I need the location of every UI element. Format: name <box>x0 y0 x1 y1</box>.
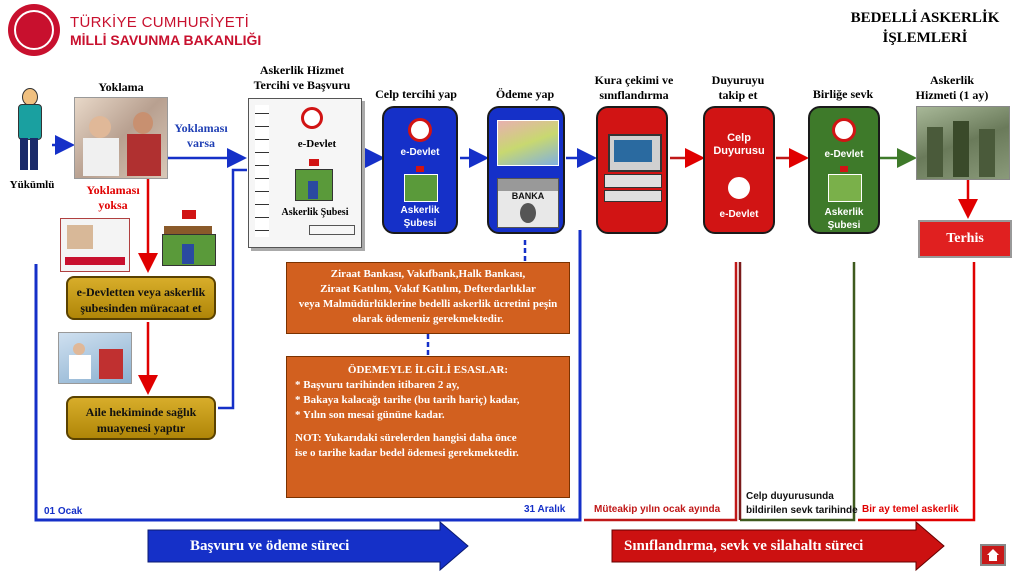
start-date-label: 01 Ocak <box>44 506 83 517</box>
bank-icon: BANKA <box>497 178 559 228</box>
sevk-edevlet-label: e-Devlet <box>824 149 864 160</box>
home-icon <box>987 549 999 555</box>
checklist-icon <box>255 105 269 237</box>
doctor-photo <box>58 332 132 384</box>
computer-icon <box>608 134 662 172</box>
bank-label: BANKA <box>511 191 545 201</box>
sevk-title: Birliğe sevk <box>812 87 874 101</box>
building-icon <box>404 166 438 202</box>
yoklamasi-varsa-label: Yoklaması varsa <box>174 121 228 150</box>
edevlet-logo-icon <box>301 107 323 129</box>
edevlet-logo-icon <box>832 118 856 142</box>
person-icon <box>14 88 44 174</box>
hizmet-title: Askerlik Hizmeti (1 ay) <box>915 73 989 102</box>
tercih-sube-label: Askerlik Şubesi <box>281 207 349 218</box>
building-icon <box>828 166 862 202</box>
kura-title: Kura çekimi ve sınıflandırma <box>594 73 674 102</box>
duyuru-title: Duyuruyu takip et <box>711 73 765 102</box>
yoklama-photo <box>74 97 168 179</box>
tercih-document: e-Devlet Askerlik Şubesi <box>248 98 362 248</box>
aile-hekimi-box: Aile hekiminde sağlık muayenesi yaptır <box>66 396 216 440</box>
yoklamasi-yoksa-label: Yoklaması yoksa <box>86 183 140 212</box>
end-date-label: 31 Aralık <box>524 504 566 515</box>
tercih-title: Askerlik Hizmet Tercihi ve Başvuru <box>253 63 351 92</box>
emblem-ring <box>14 10 54 50</box>
terhis-box: Terhis <box>918 220 1012 258</box>
phase2-label: Sınıflandırma, sevk ve silahaltı süreci <box>624 538 864 554</box>
phase-arrows <box>147 520 945 572</box>
page-title: BEDELLİ ASKERLİK İŞLEMLERİ <box>850 10 1000 46</box>
money-icon <box>497 120 559 166</box>
celp-step-box: e-Devlet Askerlik Şubesi <box>382 106 458 234</box>
duyuru-edevlet-label: e-Devlet <box>719 209 759 220</box>
sevk-step-box: e-Devlet Askerlik Şubesi <box>808 106 880 234</box>
edevlet-screenshot <box>60 218 130 272</box>
celp-duyurusu-label: Celp Duyurusu <box>713 132 765 157</box>
bir-ay-label: Bir ay temel askerlik <box>862 504 959 515</box>
org-line-1: TÜRKİYE CUMHURİYETİ <box>70 14 250 31</box>
celp-title: Celp tercihi yap <box>375 87 457 101</box>
edevlet-logo-icon <box>408 118 432 142</box>
yoklama-label: Yoklama <box>98 80 144 94</box>
odeme-step-box: BANKA <box>487 106 565 234</box>
org-line-2: MİLLİ SAVUNMA BAKANLIĞI <box>70 32 262 48</box>
building-icon <box>160 210 216 266</box>
celp-sube-label: Askerlik Şubesi <box>400 205 440 229</box>
duyuru-step-box: Celp Duyurusu e-Devlet <box>703 106 775 234</box>
sevk-sube-label: Askerlik Şubesi <box>824 207 864 231</box>
soldiers-photo <box>916 106 1010 180</box>
tercih-edevlet-label: e-Devlet <box>297 138 337 150</box>
edevlet-basvuru-box: e-Devletten veya askerlik şubesinden mür… <box>66 276 216 320</box>
celp-sevk-label: Celp duyurusunda bildirilen sevk tarihin… <box>746 491 858 516</box>
home-button[interactable] <box>980 544 1006 566</box>
yukumlu-label: Yükümlü <box>9 179 55 191</box>
odeme-esaslar-note: ÖDEMEYLE İLGİLİ ESASLAR: * Başvuru tarih… <box>286 356 570 498</box>
odeme-title: Ödeme yap <box>495 87 555 101</box>
building-icon <box>293 159 333 201</box>
celp-edevlet-label: e-Devlet <box>400 147 440 158</box>
phase1-label: Başvuru ve ödeme süreci <box>190 538 350 554</box>
kura-step-box <box>596 106 668 234</box>
banka-note: Ziraat Bankası, Vakıfbank,Halk Bankası, … <box>286 262 570 334</box>
muteakip-label: Müteakip yılın ocak ayında <box>594 504 721 515</box>
edevlet-logo-icon <box>725 174 753 202</box>
